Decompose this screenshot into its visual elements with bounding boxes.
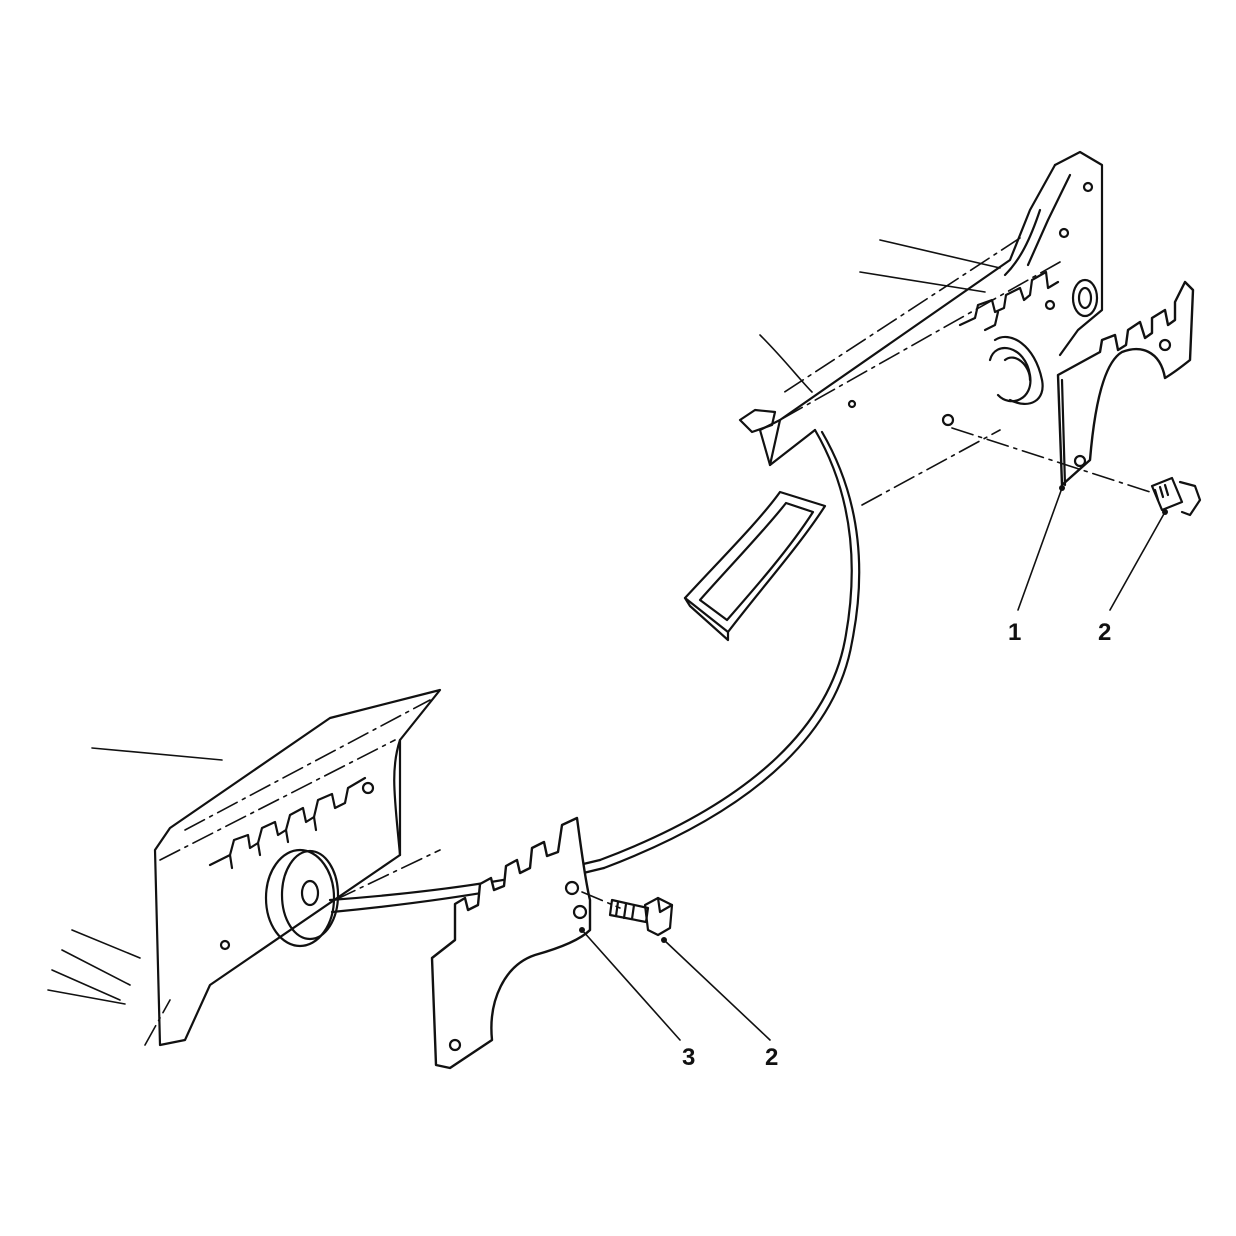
rear-frame-bracket xyxy=(738,150,1104,467)
upper-height-plate xyxy=(1056,280,1195,487)
lower-height-plate xyxy=(430,816,592,1070)
upper-bolt xyxy=(951,427,1202,517)
callout-2-lower: 2 xyxy=(765,1044,778,1071)
callout-1: 1 xyxy=(1008,619,1021,646)
front-frame-bracket xyxy=(144,688,442,1047)
callout-2-upper: 2 xyxy=(1098,619,1111,646)
leader-lines xyxy=(579,485,1168,1041)
callout-3: 3 xyxy=(682,1044,695,1071)
lower-bolt xyxy=(581,891,674,937)
deck-grip-slot xyxy=(683,490,827,642)
